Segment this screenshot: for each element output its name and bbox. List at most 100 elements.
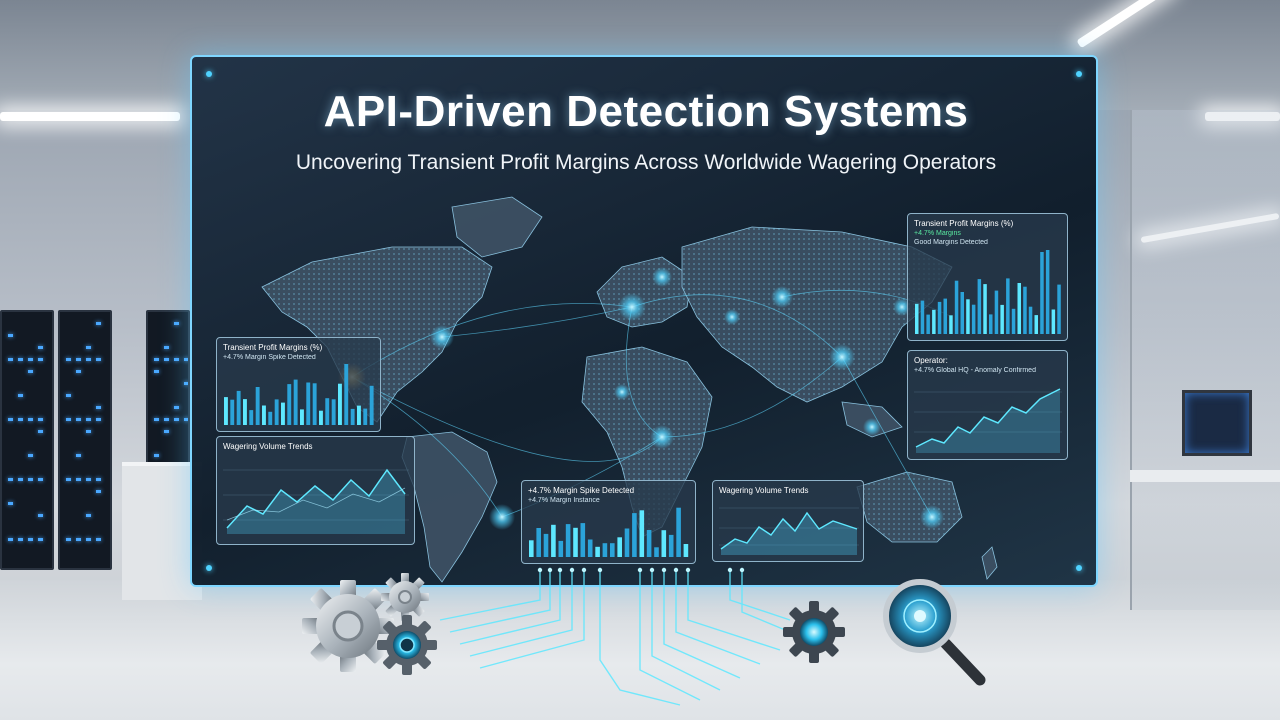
chart-bar — [966, 299, 970, 334]
chart-bar — [536, 528, 541, 557]
rack-led — [154, 454, 159, 457]
magnifier-icon — [883, 579, 986, 686]
rack-led — [8, 358, 13, 361]
chart-bar — [1034, 315, 1038, 334]
counter — [122, 462, 202, 600]
chart-bar — [949, 315, 953, 334]
chart-bar — [683, 544, 689, 557]
chart-bar — [646, 530, 652, 557]
chart-bar — [661, 530, 667, 557]
chart-bar — [529, 540, 534, 557]
chart-bar — [236, 390, 241, 425]
line-chart — [223, 468, 409, 534]
gear-icon — [783, 601, 845, 663]
rack-led — [184, 418, 188, 421]
panel-wagering-volume-left: Wagering Volume Trends — [216, 436, 415, 545]
chart-bar — [344, 364, 349, 425]
bar-chart — [529, 507, 689, 557]
rack-led — [164, 358, 169, 361]
panel-title: Operator: — [914, 356, 948, 365]
line-chart — [914, 388, 1062, 453]
chart-bar — [668, 534, 674, 557]
chart-bar — [369, 385, 374, 425]
circuit-decoration — [439, 567, 791, 706]
rack-led — [8, 418, 13, 421]
chart-bar — [1051, 309, 1056, 334]
panel-title: Transient Profit Margins (%) — [914, 219, 1014, 228]
rack-led — [66, 358, 71, 361]
chart-bar — [1011, 308, 1016, 334]
chart-bar — [624, 528, 630, 557]
rack-led — [8, 502, 13, 505]
corner-dot — [206, 71, 212, 77]
desk — [1130, 470, 1280, 482]
glass-wall — [1130, 110, 1280, 610]
rack-led — [174, 406, 179, 409]
corner-dot — [206, 565, 212, 571]
rack-led — [38, 346, 43, 349]
rack-led — [184, 382, 188, 385]
page-subtitle: Uncovering Transient Profit Margins Acro… — [295, 151, 997, 174]
panel-caption: +4.7% Margins — [914, 230, 961, 237]
rack-led — [96, 358, 101, 361]
chart-bar — [319, 410, 323, 425]
chart-bar — [610, 543, 615, 557]
ceiling-light — [0, 112, 180, 121]
rack-led — [28, 454, 33, 457]
bar-chart — [224, 364, 374, 425]
chart-bar — [595, 546, 600, 557]
chart-bar — [943, 298, 947, 334]
chart-bar — [989, 314, 993, 334]
server-rack — [0, 310, 54, 570]
chart-bar — [639, 510, 645, 557]
rack-led — [86, 538, 91, 541]
chart-bar — [926, 314, 930, 334]
rack-led — [154, 358, 159, 361]
rack-led — [86, 478, 91, 481]
chart-bar — [932, 309, 936, 334]
line-chart — [719, 507, 859, 555]
rack-led — [96, 322, 101, 325]
rack-led — [66, 418, 71, 421]
rack-led — [96, 406, 101, 409]
corner-dot — [1076, 71, 1082, 77]
rack-led — [76, 478, 81, 481]
chart-bar — [293, 379, 298, 425]
rack-led — [154, 418, 159, 421]
chart-bar — [676, 507, 681, 557]
panel-caption: Good Margins Detected — [914, 239, 988, 246]
chart-bar — [1040, 252, 1044, 334]
chart-bar — [1045, 250, 1050, 334]
rack-led — [164, 430, 169, 433]
chart-bar — [543, 533, 549, 557]
rack-led — [18, 358, 23, 361]
chart-bar — [587, 539, 593, 557]
rack-led — [8, 334, 13, 337]
rack-led — [28, 358, 33, 361]
rack-led — [38, 478, 43, 481]
rack-led — [174, 322, 179, 325]
chart-bar — [983, 284, 987, 334]
panel-caption: +4.7% Margin Instance — [528, 497, 600, 504]
corner-dot — [1076, 565, 1082, 571]
panel-title: Wagering Volume Trends — [223, 442, 313, 451]
panel-operator: Operator: +4.7% Global HQ - Anomaly Conf… — [907, 350, 1068, 460]
rack-led — [28, 370, 33, 373]
chart-bar — [551, 524, 556, 557]
rack-led — [18, 538, 23, 541]
chart-bar — [565, 524, 571, 557]
rack-led — [18, 418, 23, 421]
chart-bar — [363, 408, 368, 425]
chart-bar — [617, 537, 622, 557]
bar-chart — [915, 250, 1061, 334]
panel-profit-margins-left: Transient Profit Margins (%) +4.7% Margi… — [216, 337, 381, 432]
rack-led — [66, 538, 71, 541]
panel-title: +4.7% Margin Spike Detected — [528, 486, 635, 495]
chart-bar — [331, 399, 336, 425]
chart-bar — [632, 513, 637, 557]
panel-caption: +4.7% Global HQ - Anomaly Confirmed — [914, 367, 1036, 374]
chart-bar — [954, 280, 959, 334]
chart-bar — [573, 527, 578, 557]
rack-led — [174, 418, 179, 421]
chart-bar — [350, 408, 355, 425]
